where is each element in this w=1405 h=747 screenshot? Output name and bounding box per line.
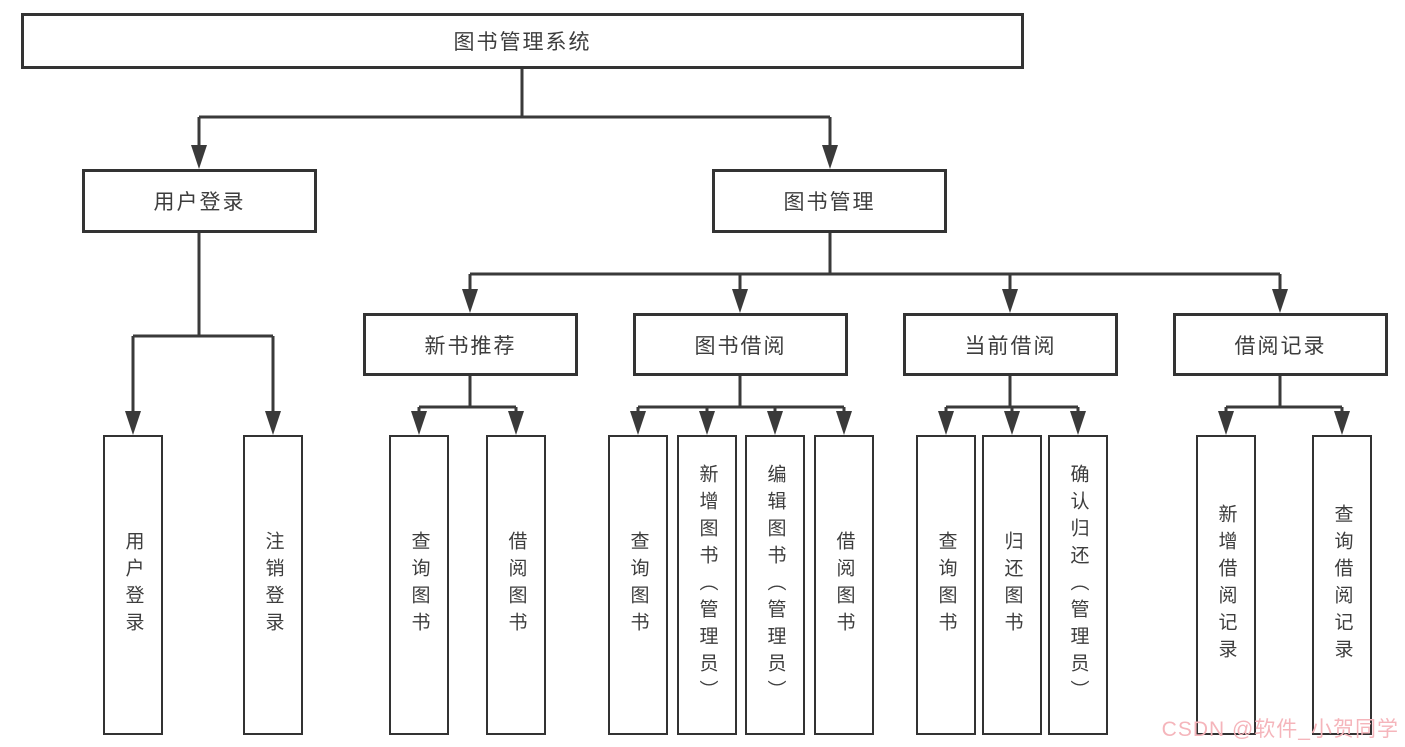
leaf-query-books-borrow: 查询图书 xyxy=(608,435,668,735)
node-user-login: 用户登录 xyxy=(82,169,317,233)
leaf-confirm-return-admin: 确认归还（管理员） xyxy=(1048,435,1108,735)
node-label: 借阅记录 xyxy=(1234,334,1327,358)
leaf-label: 查询借阅记录 xyxy=(1331,504,1353,666)
node-label: 图书管理 xyxy=(783,191,876,214)
arrow-down-icon xyxy=(1272,289,1288,313)
leaf-label: 用户登录 xyxy=(122,531,144,639)
leaf-borrow-books-recommend: 借阅图书 xyxy=(486,435,546,735)
leaf-add-borrow-record: 新增借阅记录 xyxy=(1196,435,1256,735)
leaf-label: 查询图书 xyxy=(935,531,957,639)
arrow-down-icon xyxy=(767,411,783,435)
leaf-label: 查询图书 xyxy=(627,531,649,639)
arrow-down-icon xyxy=(265,411,281,435)
leaf-label: 新增借阅记录 xyxy=(1215,504,1237,666)
arrow-down-icon xyxy=(1002,289,1018,313)
node-label: 图书管理系统 xyxy=(453,31,592,54)
arrow-down-icon xyxy=(508,411,524,435)
leaf-logout: 注销登录 xyxy=(243,435,303,735)
leaf-label: 归还图书 xyxy=(1001,531,1023,639)
leaf-label: 借阅图书 xyxy=(833,531,855,639)
leaf-edit-book-admin: 编辑图书（管理员） xyxy=(745,435,805,735)
leaf-label: 确认归还（管理员） xyxy=(1067,463,1089,707)
arrow-down-icon xyxy=(732,289,748,313)
arrow-down-icon xyxy=(938,411,954,435)
leaf-label: 借阅图书 xyxy=(505,531,527,639)
arrow-down-icon xyxy=(836,411,852,435)
leaf-add-book-admin: 新增图书（管理员） xyxy=(677,435,737,735)
leaf-label: 新增图书（管理员） xyxy=(696,463,718,707)
node-book-management: 图书管理 xyxy=(712,169,947,233)
node-new-book-recommend: 新书推荐 xyxy=(363,313,578,376)
arrow-down-icon xyxy=(630,411,646,435)
node-label: 用户登录 xyxy=(153,191,246,214)
leaf-label: 编辑图书（管理员） xyxy=(764,463,786,707)
node-label: 当前借阅 xyxy=(964,334,1057,358)
leaf-label: 注销登录 xyxy=(262,531,284,639)
arrow-down-icon xyxy=(699,411,715,435)
node-book-borrow: 图书借阅 xyxy=(633,313,848,376)
arrow-down-icon xyxy=(1218,411,1234,435)
node-label: 新书推荐 xyxy=(424,334,517,358)
arrow-down-icon xyxy=(1004,411,1020,435)
leaf-query-books-recommend: 查询图书 xyxy=(389,435,449,735)
node-borrow-records: 借阅记录 xyxy=(1173,313,1388,376)
node-current-borrow: 当前借阅 xyxy=(903,313,1118,376)
node-library-management-system: 图书管理系统 xyxy=(21,13,1024,69)
leaf-query-borrow-record: 查询借阅记录 xyxy=(1312,435,1372,735)
leaf-return-books: 归还图书 xyxy=(982,435,1042,735)
arrow-down-icon xyxy=(1334,411,1350,435)
arrow-down-icon xyxy=(462,289,478,313)
leaf-borrow-books: 借阅图书 xyxy=(814,435,874,735)
leaf-label: 查询图书 xyxy=(408,531,430,639)
leaf-user-login: 用户登录 xyxy=(103,435,163,735)
arrow-down-icon xyxy=(125,411,141,435)
arrow-down-icon xyxy=(411,411,427,435)
arrow-down-icon xyxy=(191,145,207,169)
arrow-down-icon xyxy=(822,145,838,169)
node-label: 图书借阅 xyxy=(694,334,787,358)
arrow-down-icon xyxy=(1070,411,1086,435)
leaf-query-books-current: 查询图书 xyxy=(916,435,976,735)
